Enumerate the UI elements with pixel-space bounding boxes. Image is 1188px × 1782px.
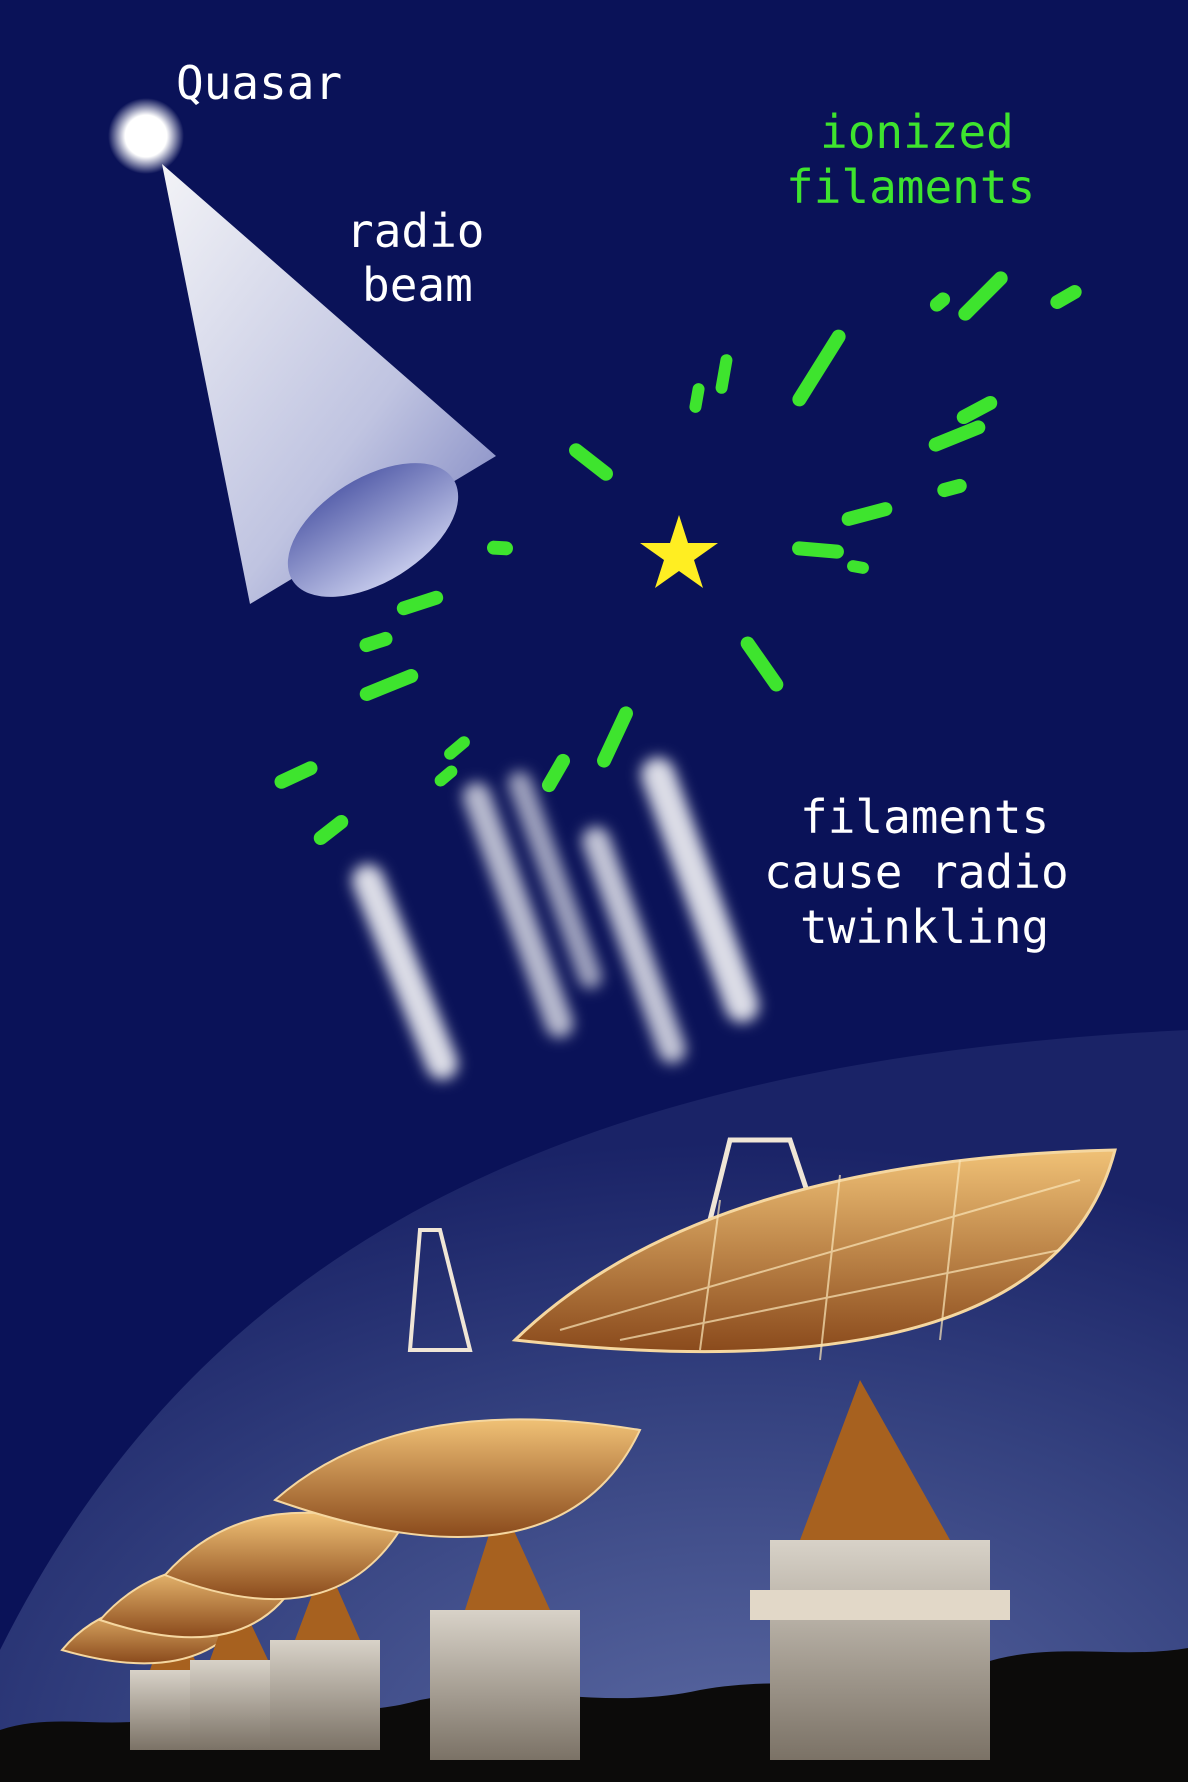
filament	[444, 736, 470, 760]
filament	[841, 502, 893, 526]
twinkle-streak	[462, 782, 574, 1038]
twinkle-label-line3: twinkling	[800, 900, 1049, 954]
radio-twinkle-streaks	[351, 757, 760, 1080]
radio-dish	[163, 1511, 402, 1750]
filament	[792, 329, 846, 407]
filament	[597, 706, 633, 768]
radio-dish	[273, 1228, 642, 1760]
filament	[689, 383, 705, 413]
filament	[434, 765, 458, 787]
quasar-label: Quasar	[176, 56, 342, 110]
filament	[937, 478, 967, 498]
filament	[487, 540, 513, 556]
filament	[929, 292, 951, 312]
filament	[958, 271, 1008, 321]
filament	[956, 395, 998, 425]
filament	[359, 669, 419, 701]
filament	[569, 443, 613, 481]
ionized-label-line2: filaments	[786, 160, 1035, 214]
filament	[542, 753, 570, 793]
radio-beam-label-line1: radio	[346, 204, 484, 258]
ionized-label-line1: ionized	[820, 105, 1014, 159]
filament	[847, 560, 869, 574]
filament	[313, 814, 349, 846]
filament	[274, 761, 318, 789]
twinkle-streak	[640, 757, 760, 1023]
twinkle-label-line2: cause radio	[764, 845, 1069, 899]
quasar-icon	[108, 98, 184, 174]
twinkle-label-line1: filaments	[800, 790, 1049, 844]
filament	[792, 541, 844, 559]
twinkle-streak	[582, 826, 686, 1064]
filament	[715, 354, 733, 394]
ionized-filaments	[274, 271, 1082, 846]
filament	[928, 420, 986, 452]
radio-beam-label-line2: beam	[362, 258, 473, 312]
radio-telescope-array	[0, 1137, 1188, 1782]
radio-dish	[511, 1137, 1117, 1760]
yellow-star-icon	[640, 515, 718, 588]
twinkle-streak	[507, 771, 603, 989]
twinkle-streak	[351, 864, 459, 1080]
filament	[1050, 285, 1082, 309]
filament	[359, 631, 393, 653]
filament	[396, 590, 444, 616]
radio-beam-cone	[162, 164, 496, 604]
filament	[740, 636, 784, 692]
